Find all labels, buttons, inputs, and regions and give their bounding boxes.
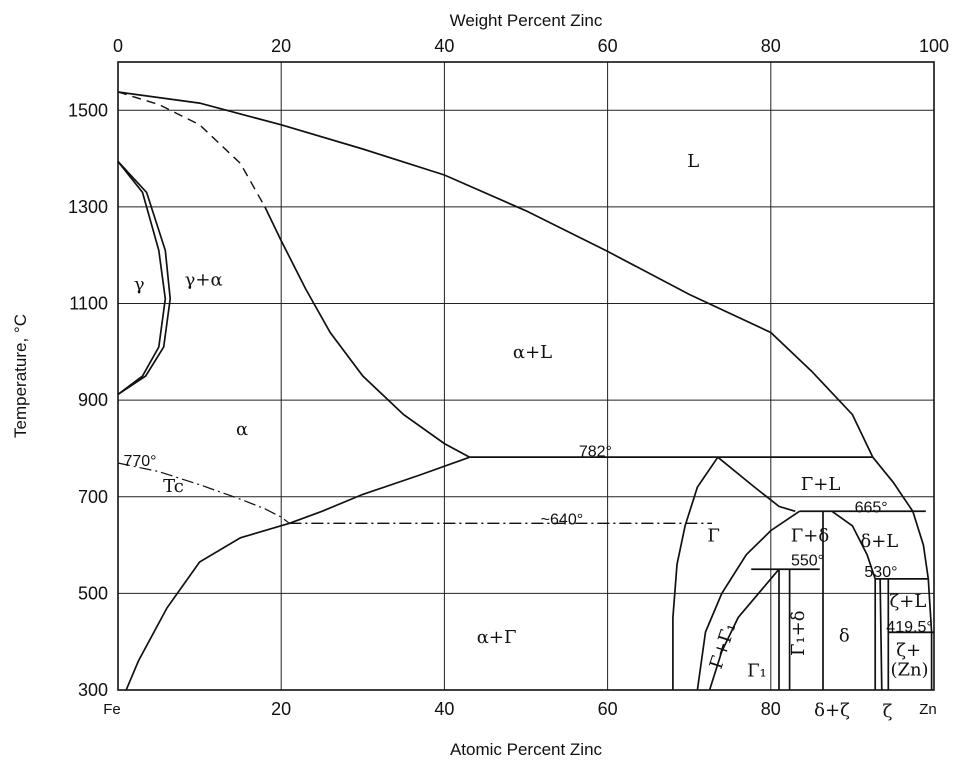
- bottom-tick-label: 40: [434, 699, 454, 719]
- phase-boundary: [672, 456, 719, 690]
- gridlines: [118, 62, 934, 690]
- phase-boundary: [708, 568, 780, 691]
- top-tick-label: 20: [271, 36, 291, 56]
- y-tick-label: 1100: [69, 294, 108, 314]
- phase-label: α+Γ: [477, 627, 517, 648]
- phase-boundary: [117, 160, 172, 396]
- phase-label: Γ+Γ₁: [706, 620, 741, 671]
- y-tick-label: 900: [78, 390, 108, 410]
- top-tick-label: 80: [761, 36, 781, 56]
- phase-label: 530°: [864, 564, 897, 581]
- phase-boundary: [264, 206, 471, 458]
- y-tick-label: 1300: [68, 197, 108, 217]
- top-axis-title: Weight Percent Zinc: [450, 11, 603, 30]
- bottom-axis-title: Atomic Percent Zinc: [450, 740, 603, 759]
- phase-label: ζ+: [896, 640, 921, 661]
- phase-label: ~640°: [541, 512, 583, 529]
- phase-label: ζ+L: [889, 591, 926, 612]
- phase-label: 782°: [579, 443, 612, 460]
- isotherm-lines: [289, 456, 934, 634]
- phase-boundary: [125, 456, 470, 691]
- phase-label: γ+α: [185, 269, 223, 290]
- phase-label: Γ₁: [747, 661, 767, 682]
- phase-label: Γ: [707, 525, 720, 546]
- phase-label: Γ+δ: [791, 525, 829, 546]
- phase-label: 419.5°: [886, 619, 932, 636]
- phase-boundary: [117, 160, 167, 396]
- y-tick-label: 500: [78, 583, 108, 603]
- phase-boundary: [879, 578, 883, 691]
- bottom-tick-label: 20: [271, 699, 291, 719]
- y-tick-label: 1500: [68, 100, 108, 120]
- phase-boundary: [717, 456, 796, 513]
- phase-label: L: [687, 151, 699, 172]
- phase-label: γ: [134, 274, 145, 295]
- phase-label: α: [236, 419, 248, 440]
- phase-label: 550°: [791, 553, 824, 570]
- phase-label: 770°: [123, 453, 156, 470]
- y-tick-label: 700: [78, 487, 108, 507]
- phase-label: α+L: [513, 342, 552, 363]
- axis-ticks: 0 20 40 60 80 100 300 500 700 900 1100 1300 1500 20 40…: [68, 36, 949, 719]
- top-tick-label: 60: [598, 36, 618, 56]
- bottom-tick-label: 60: [598, 699, 618, 719]
- phase-boundary: [696, 510, 800, 691]
- top-tick-label: 100: [919, 36, 949, 56]
- phase-boundary: [831, 510, 877, 690]
- phase-label: (Zn): [890, 660, 928, 681]
- plot-frame: [117, 61, 935, 691]
- phase-label: δ: [839, 625, 850, 646]
- phase-label: Γ+L: [801, 474, 841, 495]
- phase-boundary: [117, 462, 290, 524]
- phase-label: 665°: [855, 499, 888, 516]
- phase-label: Tc: [163, 476, 184, 497]
- bottom-left-end-label: Fe: [103, 701, 121, 718]
- bottom-tick-label: 80: [761, 699, 781, 719]
- top-tick-label: 40: [434, 36, 454, 56]
- phase-boundaries: [117, 91, 934, 691]
- phase-boundary: [117, 91, 874, 458]
- phase-label: Γ₁+δ: [788, 610, 809, 656]
- bottom-right-end-label: Zn: [919, 701, 937, 718]
- phase-boundary: [872, 456, 933, 633]
- phase-label: ζ: [883, 701, 893, 722]
- y-axis-title: Temperature, °C: [11, 314, 30, 438]
- phase-labels: Lγ γ+α α+L α 770° 782° Tc ~640° Γ+L 665° Γ Γ+δ 550° δ…: [123, 151, 932, 722]
- phase-label: δ+L: [860, 531, 898, 552]
- top-tick-label: 0: [113, 36, 123, 56]
- phase-label: δ+ζ: [814, 700, 850, 721]
- y-tick-label: 300: [78, 680, 108, 700]
